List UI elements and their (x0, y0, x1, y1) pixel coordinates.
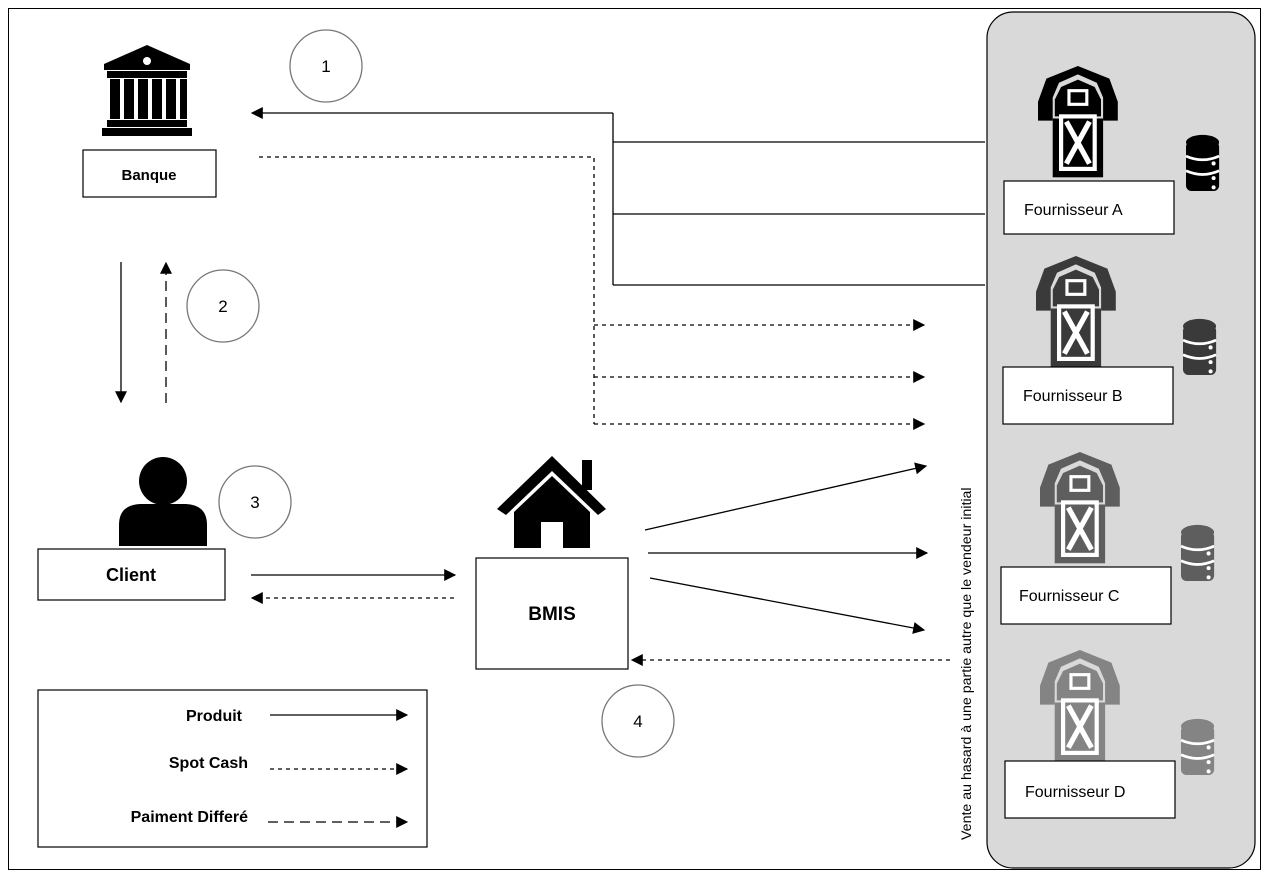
legend-label-spot-cash: Spot Cash (169, 755, 248, 772)
bmis-node: BMIS (475, 456, 629, 670)
legend: Produit Spot Cash Paiment Differé (37, 689, 428, 848)
flow-arrow (644, 462, 928, 531)
bank-label: Banque (121, 167, 176, 184)
person-icon (119, 457, 207, 546)
supplier-c: Fournisseur C (1000, 452, 1216, 625)
legend-label-produit: Produit (186, 708, 243, 725)
step-4: 4 (601, 684, 675, 758)
legend-label-paiement: Paiment Differé (131, 809, 248, 826)
bank-label-box (82, 149, 217, 198)
bmis-label: BMIS (528, 604, 576, 625)
client-label: Client (106, 565, 156, 585)
svg-text:2: 2 (218, 297, 227, 316)
client-node: Client (37, 457, 226, 601)
svg-text:3: 3 (250, 493, 259, 512)
database-icon (1184, 133, 1221, 193)
vertical-caption: Vente au hasard à une partie autre que l… (959, 487, 975, 840)
client-label-box (37, 548, 226, 601)
bank-node: Banque (82, 45, 217, 198)
supplier-label: Fournisseur D (1025, 784, 1125, 801)
bmis-box (475, 557, 629, 670)
bank-icon (102, 45, 192, 136)
supplier-label-box (1003, 180, 1175, 235)
database-icon (1179, 523, 1216, 583)
step-2: 2 (186, 269, 260, 343)
supplier-label: Fournisseur B (1023, 388, 1123, 405)
supplier-b: Fournisseur B (1002, 256, 1218, 425)
supplier-label: Fournisseur C (1019, 588, 1119, 605)
supplier-label: Fournisseur A (1024, 202, 1123, 219)
supplier-a: Fournisseur A (1003, 66, 1221, 235)
svg-text:1: 1 (321, 57, 330, 76)
connectors (115, 107, 985, 666)
database-icon (1181, 317, 1218, 377)
database-icon (1179, 717, 1216, 777)
supplier-label-box (1004, 760, 1176, 819)
step-1: 1 (289, 29, 363, 103)
house-icon (497, 456, 606, 548)
supplier-d: Fournisseur D (1004, 650, 1216, 819)
svg-text:4: 4 (633, 712, 642, 731)
flow-arrow (649, 577, 926, 634)
legend-box (37, 689, 428, 848)
supplier-label-box (1002, 366, 1174, 425)
step-3: 3 (218, 465, 292, 539)
flow-line (259, 156, 595, 424)
supplier-label-box (1000, 566, 1172, 625)
